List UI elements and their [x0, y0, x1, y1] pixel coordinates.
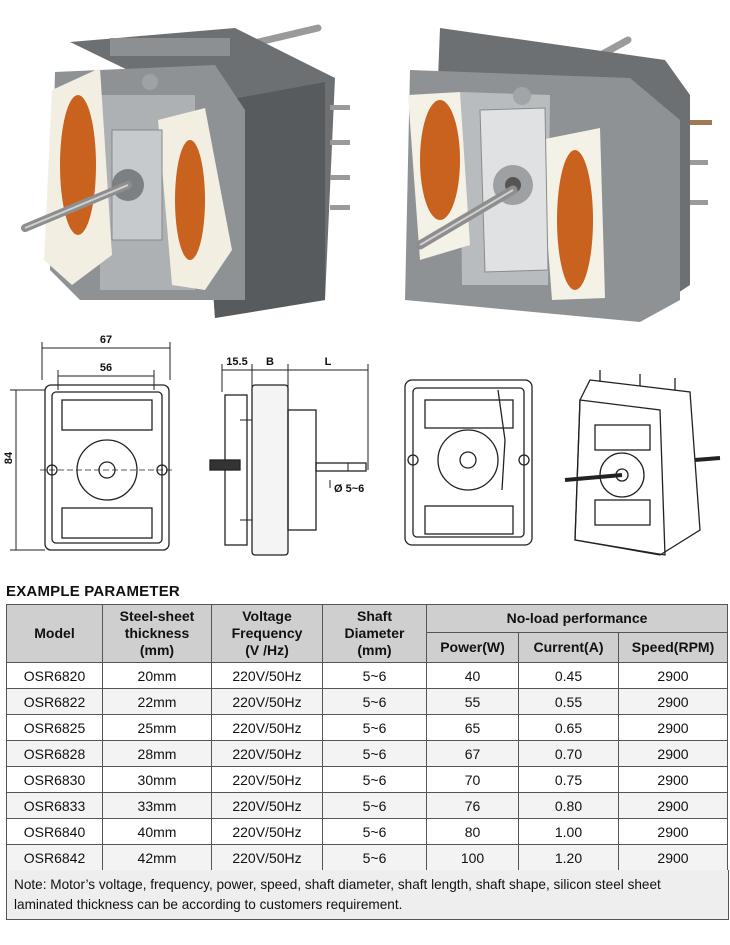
cell-shaft: 5~6	[322, 844, 427, 871]
cell-model: OSR6828	[6, 740, 103, 767]
cell-shaft: 5~6	[322, 688, 427, 715]
motor-photos	[20, 5, 712, 325]
cell-voltage: 220V/50Hz	[211, 844, 323, 871]
header-current: Current(A)	[518, 632, 619, 663]
section-title: EXAMPLE PARAMETER	[6, 583, 180, 600]
cell-power: 80	[426, 818, 519, 845]
cell-thickness: 30mm	[102, 766, 212, 793]
technical-drawings: 67 56 84 15.5 B L Ø 5~6	[3, 334, 721, 556]
cell-shaft: 5~6	[322, 662, 427, 689]
cell-shaft: 5~6	[322, 818, 427, 845]
front-view-drawing	[10, 342, 175, 551]
cell-shaft: 5~6	[322, 792, 427, 819]
cell-current: 1.20	[518, 844, 619, 871]
side-view-drawing	[209, 364, 369, 556]
cell-current: 0.70	[518, 740, 619, 767]
cell-model: OSR6842	[6, 844, 103, 871]
dim-56-label: 56	[100, 362, 112, 374]
dim-84-label: 84	[3, 451, 15, 464]
cell-voltage: 220V/50Hz	[211, 688, 323, 715]
cell-current: 0.80	[518, 792, 619, 819]
dim-l-label: L	[325, 356, 332, 368]
header-noload-performance: No-load performance	[425, 604, 729, 633]
cell-model: OSR6820	[6, 662, 103, 689]
cell-speed: 2900	[617, 792, 729, 819]
cell-power: 55	[426, 688, 519, 715]
cell-power: 40	[426, 662, 519, 689]
cell-current: 0.65	[518, 714, 619, 741]
cell-shaft: 5~6	[322, 766, 427, 793]
side-view-dimension-labels: 15.5 B L Ø 5~6	[226, 356, 364, 495]
motor-photo-left	[20, 5, 375, 325]
cell-speed: 2900	[617, 844, 729, 871]
cell-current: 0.45	[518, 662, 619, 689]
cell-current: 1.00	[518, 818, 619, 845]
cell-shaft: 5~6	[322, 740, 427, 767]
cell-speed: 2900	[617, 688, 729, 715]
cell-current: 0.55	[518, 688, 619, 715]
cell-voltage: 220V/50Hz	[211, 662, 323, 689]
cell-power: 100	[426, 844, 519, 871]
front-view-dimension-labels: 67 56 84	[3, 334, 112, 464]
dim-15-5-label: 15.5	[226, 356, 247, 368]
cell-speed: 2900	[617, 740, 729, 767]
cell-thickness: 25mm	[102, 714, 212, 741]
cell-power: 70	[426, 766, 519, 793]
cell-power: 76	[426, 792, 519, 819]
cell-thickness: 42mm	[102, 844, 212, 871]
cell-voltage: 220V/50Hz	[211, 766, 323, 793]
cell-thickness: 22mm	[102, 688, 212, 715]
cell-thickness: 20mm	[102, 662, 212, 689]
cell-model: OSR6833	[6, 792, 103, 819]
header-speed: Speed(RPM)	[617, 632, 729, 663]
cell-speed: 2900	[617, 766, 729, 793]
dim-shaft-diameter-label: Ø 5~6	[334, 483, 364, 495]
cell-power: 67	[426, 740, 519, 767]
front-view-alt-drawing	[404, 379, 533, 546]
motor-photo-right	[405, 28, 712, 322]
cell-voltage: 220V/50Hz	[211, 714, 323, 741]
cell-power: 65	[426, 714, 519, 741]
cell-shaft: 5~6	[322, 714, 427, 741]
cell-speed: 2900	[617, 714, 729, 741]
cell-model: OSR6830	[6, 766, 103, 793]
cell-thickness: 40mm	[102, 818, 212, 845]
dim-67-label: 67	[100, 334, 112, 346]
cell-voltage: 220V/50Hz	[211, 818, 323, 845]
cell-thickness: 33mm	[102, 792, 212, 819]
cell-voltage: 220V/50Hz	[211, 740, 323, 767]
cell-model: OSR6825	[6, 714, 103, 741]
note-text: Note: Motor’s voltage, frequency, power,…	[6, 870, 729, 920]
cell-model: OSR6822	[6, 688, 103, 715]
header-model: Model	[6, 604, 103, 663]
cell-voltage: 220V/50Hz	[211, 792, 323, 819]
cell-current: 0.75	[518, 766, 619, 793]
cell-thickness: 28mm	[102, 740, 212, 767]
dim-b-label: B	[266, 356, 274, 368]
header-power: Power(W)	[426, 632, 519, 663]
cell-speed: 2900	[617, 662, 729, 689]
cell-speed: 2900	[617, 818, 729, 845]
cell-model: OSR6840	[6, 818, 103, 845]
isometric-view-drawing	[564, 370, 721, 556]
